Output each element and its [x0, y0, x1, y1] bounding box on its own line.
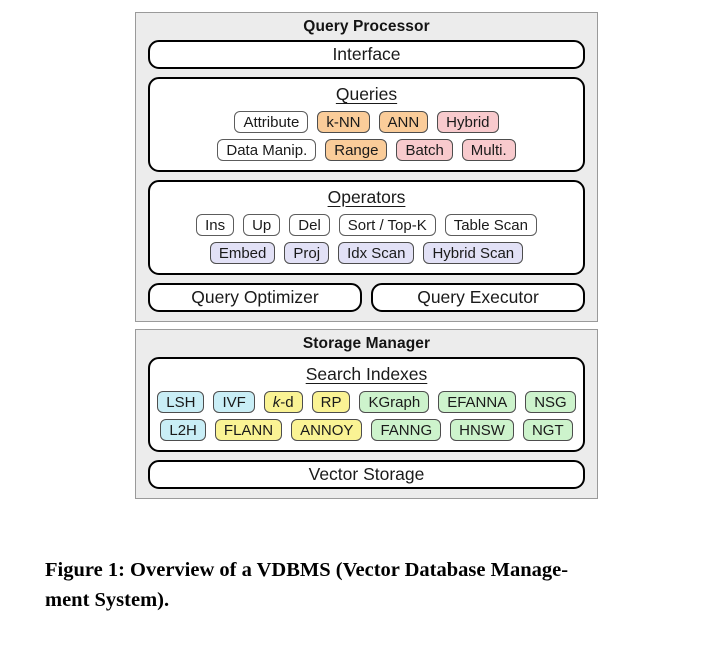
- vdbms-figure: Query Processor Interface Queries Attrib…: [135, 12, 598, 499]
- queries-row-1: Attribute k-NN ANN Hybrid: [156, 111, 577, 133]
- storage-manager-panel: Storage Manager Search Indexes LSH IVF k-d…: [135, 329, 598, 499]
- queries-title: Queries: [335, 84, 398, 104]
- optimizer-executor-row: Query Optimizer Query Executor: [148, 283, 585, 312]
- badge-up: Up: [243, 214, 281, 236]
- figure-caption-line1: Figure 1: Overview of a VDBMS (Vector Da…: [45, 559, 569, 581]
- storage-manager-title: Storage Manager: [302, 335, 431, 352]
- badge-lsh: LSH: [157, 391, 205, 413]
- badge-kgraph: KGraph: [359, 391, 430, 413]
- badge-range: Range: [325, 139, 388, 161]
- badge-nsg: NSG: [525, 391, 576, 413]
- queries-box: Queries Attribute k-NN ANN Hybrid Data Mani…: [148, 77, 585, 172]
- operators-title: Operators: [327, 187, 406, 207]
- badge-table-scan: Table Scan: [444, 214, 537, 236]
- badge-sort-top-k: Sort / Top-K: [338, 214, 436, 236]
- queries-row-2: Data Manip. Range Batch Multi.: [156, 139, 577, 161]
- badge-ngt: NGT: [522, 419, 573, 441]
- query-processor-title: Query Processor: [303, 18, 430, 35]
- badge-hybrid: Hybrid: [437, 111, 499, 133]
- query-optimizer-box: Query Optimizer: [148, 283, 362, 312]
- query-executor-box: Query Executor: [371, 283, 585, 312]
- badge-multi: Multi.: [461, 139, 516, 161]
- badge-k-d: k-d: [263, 391, 303, 413]
- badge-text-part: k: [272, 393, 281, 411]
- operators-box: Operators Ins Up Del Sort / Top-K Table Scan…: [148, 180, 585, 275]
- badge-embed: Embed: [209, 242, 276, 264]
- badge-ann: ANN: [378, 111, 429, 133]
- interface-box: Interface: [148, 40, 585, 69]
- badge-k-nn: k-NN: [317, 111, 370, 133]
- badge-proj: Proj: [284, 242, 330, 264]
- badge-hybrid-scan: Hybrid Scan: [423, 242, 524, 264]
- badge-rp: RP: [311, 391, 351, 413]
- vector-storage-box: Vector Storage: [148, 460, 585, 489]
- badge-idx-scan: Idx Scan: [338, 242, 415, 264]
- badge-del: Del: [289, 214, 330, 236]
- badge-annoy: ANNOY: [291, 419, 363, 441]
- badge-ins: Ins: [196, 214, 235, 236]
- badge-l2h: L2H: [160, 419, 206, 441]
- badge-fanng: FANNG: [371, 419, 442, 441]
- badge-efanna: EFANNA: [438, 391, 517, 413]
- operators-row-2: Embed Proj Idx Scan Hybrid Scan: [156, 242, 577, 264]
- search-indexes-row-1: LSH IVF k-d RP KGraph EFANNA NSG: [156, 391, 577, 413]
- badge-batch: Batch: [396, 139, 453, 161]
- query-processor-panel: Query Processor Interface Queries Attrib…: [135, 12, 598, 322]
- badge-ivf: IVF: [213, 391, 255, 413]
- search-indexes-title: Search Indexes: [305, 364, 428, 384]
- search-indexes-box: Search Indexes LSH IVF k-d RP KGraph EFANNA NS…: [148, 357, 585, 452]
- badge-hnsw: HNSW: [450, 419, 514, 441]
- figure-caption: Figure 1: Overview of a VDBMS (Vector Da…: [45, 556, 690, 616]
- badge-flann: FLANN: [214, 419, 283, 441]
- operators-row-1: Ins Up Del Sort / Top-K Table Scan: [156, 214, 577, 236]
- search-indexes-row-2: L2H FLANN ANNOY FANNG HNSW NGT: [156, 419, 577, 441]
- badge-text-part: -d: [280, 393, 294, 411]
- badge-attribute: Attribute: [234, 111, 309, 133]
- figure-caption-line2: ment System).: [45, 588, 170, 611]
- badge-data-manip: Data Manip.: [217, 139, 317, 161]
